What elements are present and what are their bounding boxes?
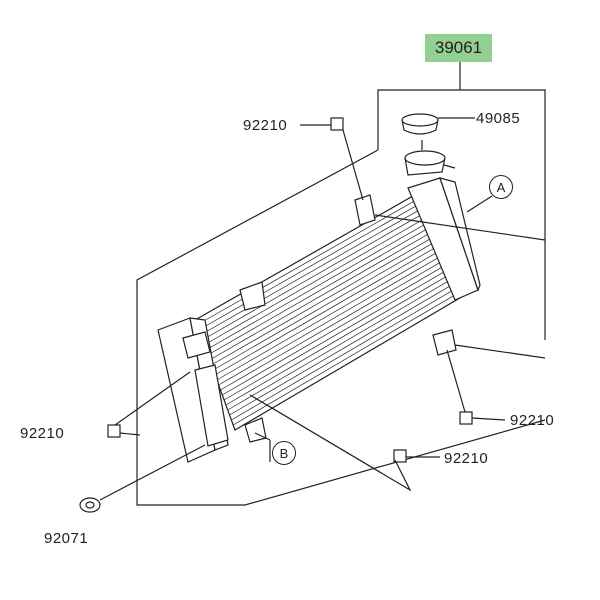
part-label-clip-right[interactable]: 92210: [510, 412, 555, 429]
part-label-cap[interactable]: 49085: [476, 110, 521, 127]
radiator-fin: [218, 250, 450, 386]
bracket-mid: [239, 281, 266, 311]
hose-outlet: [182, 331, 211, 359]
radiator-fin: [214, 241, 446, 376]
radiator-fin: [223, 264, 457, 401]
radiator-fin: [202, 209, 430, 341]
reference-b: B: [272, 441, 296, 465]
reference-a: A: [489, 175, 513, 199]
radiator-fin: [220, 255, 452, 391]
radiator-fin: [229, 278, 464, 416]
leader-lines: [99, 117, 546, 501]
radiator-cap: [401, 113, 439, 135]
clip-right: [459, 411, 473, 425]
radiator-tank-right: [407, 177, 481, 301]
mount-plate: [194, 364, 229, 447]
radiator-fin: [205, 218, 434, 351]
part-label-clip-bottom[interactable]: 92210: [444, 450, 489, 467]
radiator-fin: [200, 205, 427, 336]
radiator-fin: [213, 237, 443, 371]
part-label-grommet[interactable]: 92071: [44, 530, 89, 547]
assembly-frame: [136, 62, 546, 506]
radiator-fin: [222, 259, 455, 396]
radiator-fin: [233, 287, 468, 426]
radiator-fin: [207, 223, 437, 356]
filler-neck: [404, 140, 456, 176]
clip-top: [330, 117, 344, 131]
radiator-fin: [227, 273, 462, 411]
radiator-core: [194, 191, 471, 431]
radiator-fin: [216, 246, 448, 381]
assembly-part-number[interactable]: 39061: [425, 34, 492, 62]
radiator-fin: [231, 282, 466, 421]
clip-bottom: [393, 449, 407, 463]
bracket-right: [432, 329, 457, 356]
radiator-fin: [211, 232, 441, 366]
radiator-fin: [198, 200, 425, 331]
part-label-clip-top[interactable]: 92210: [243, 117, 288, 134]
clip-left: [107, 424, 121, 438]
radiator-fin: [209, 228, 439, 361]
radiator-fin: [225, 268, 459, 406]
bracket-top: [354, 194, 376, 226]
radiator-fin: [196, 196, 423, 326]
grommet: [79, 497, 101, 513]
radiator-fin: [203, 214, 432, 346]
part-label-clip-left[interactable]: 92210: [20, 425, 65, 442]
